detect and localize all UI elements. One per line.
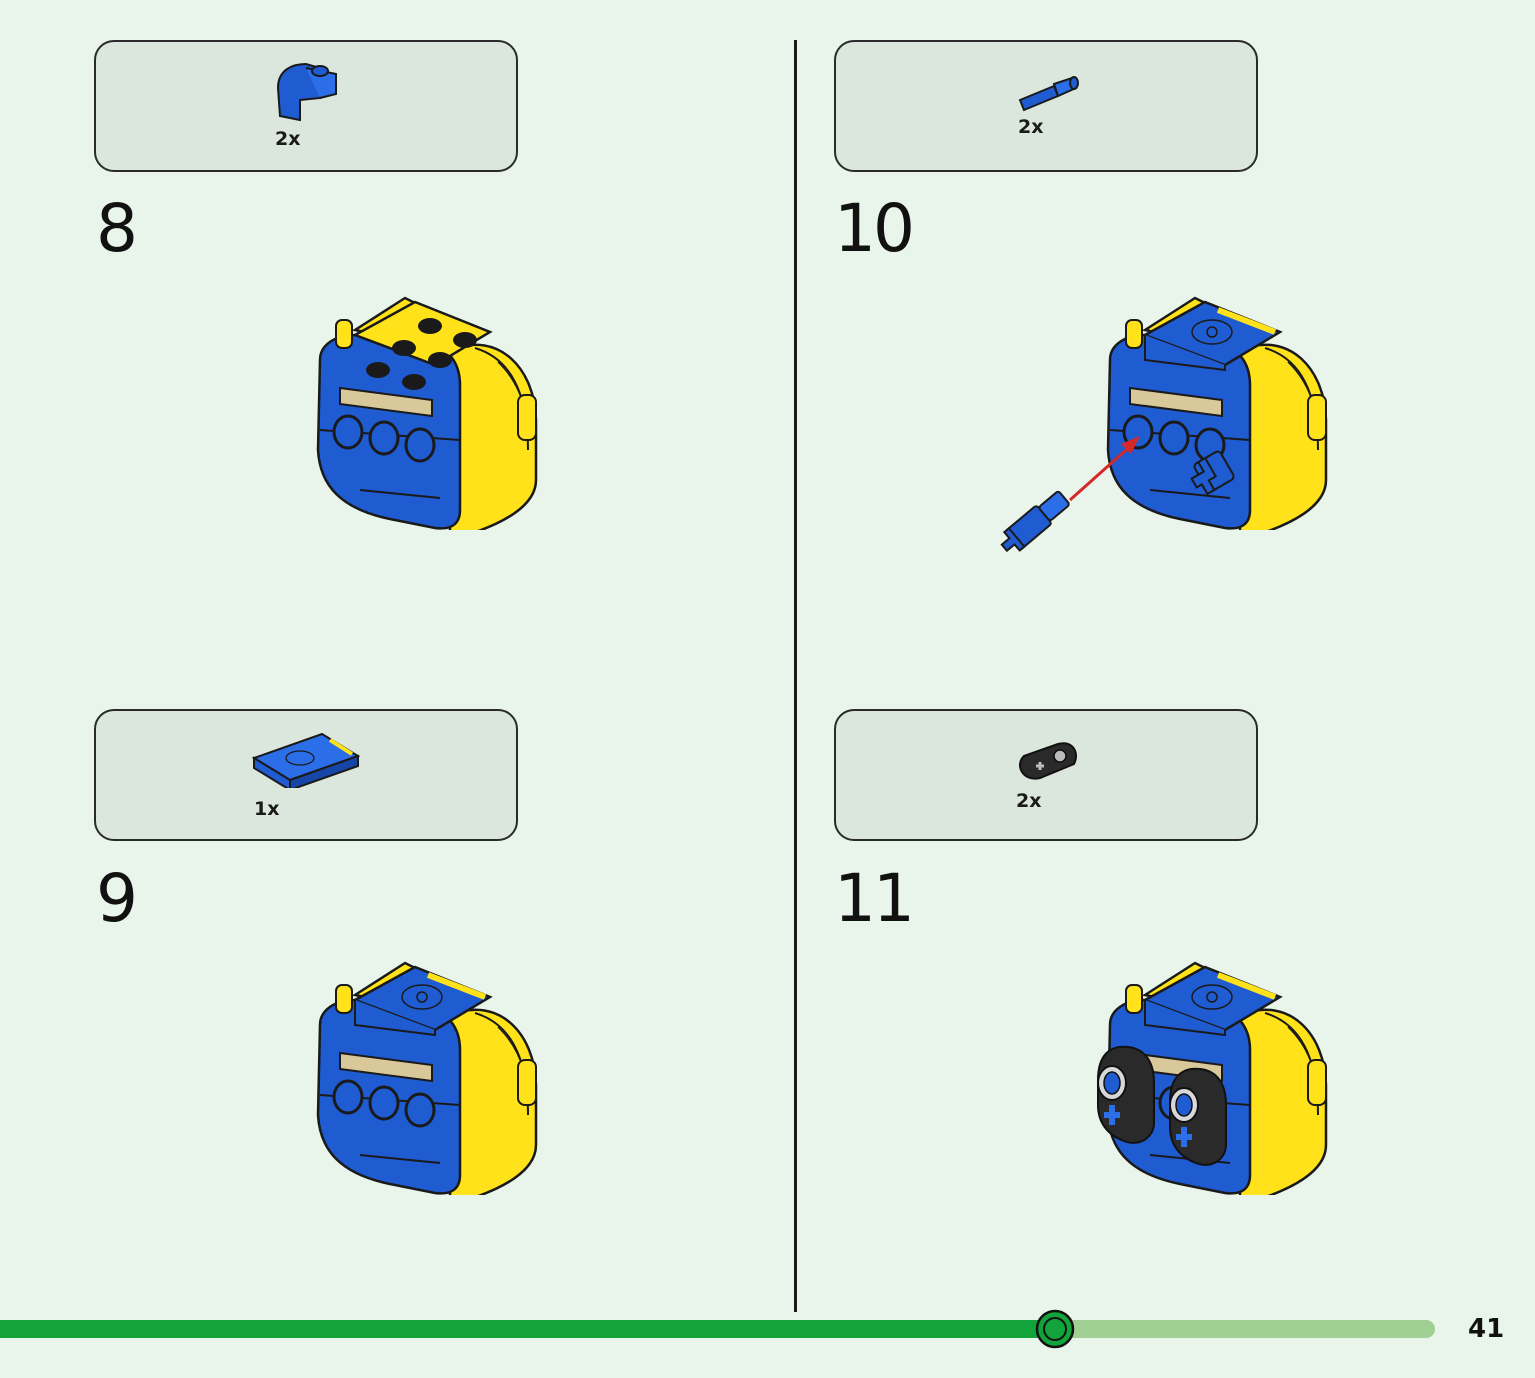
parts-callout-step-10 bbox=[834, 40, 1258, 172]
assembly-arrow bbox=[1000, 436, 1140, 553]
progress-marker-icon bbox=[1035, 1309, 1075, 1349]
part-quantity: 1x bbox=[254, 798, 280, 820]
curved-slope-brick-icon bbox=[276, 62, 337, 122]
axle-pin-icon bbox=[1018, 76, 1079, 112]
model-step-9 bbox=[316, 961, 538, 1195]
model-step-11 bbox=[1097, 961, 1328, 1195]
part-quantity: 2x bbox=[1018, 116, 1044, 138]
step-number-10: 10 bbox=[834, 190, 915, 267]
progress-fill bbox=[0, 1320, 1055, 1338]
page-number: 41 bbox=[1468, 1314, 1505, 1344]
parts-callout-step-8 bbox=[94, 40, 518, 172]
step-number-9: 9 bbox=[96, 860, 138, 937]
printed-tile-icon bbox=[251, 732, 361, 788]
step-number-8: 8 bbox=[96, 190, 138, 267]
step-number-11: 11 bbox=[834, 860, 915, 937]
technic-beam-icon bbox=[1019, 742, 1077, 780]
column-divider bbox=[794, 40, 797, 1312]
part-quantity: 2x bbox=[275, 128, 301, 150]
model-step-8 bbox=[316, 296, 538, 530]
part-quantity: 2x bbox=[1016, 790, 1042, 812]
model-step-10 bbox=[1106, 296, 1328, 530]
